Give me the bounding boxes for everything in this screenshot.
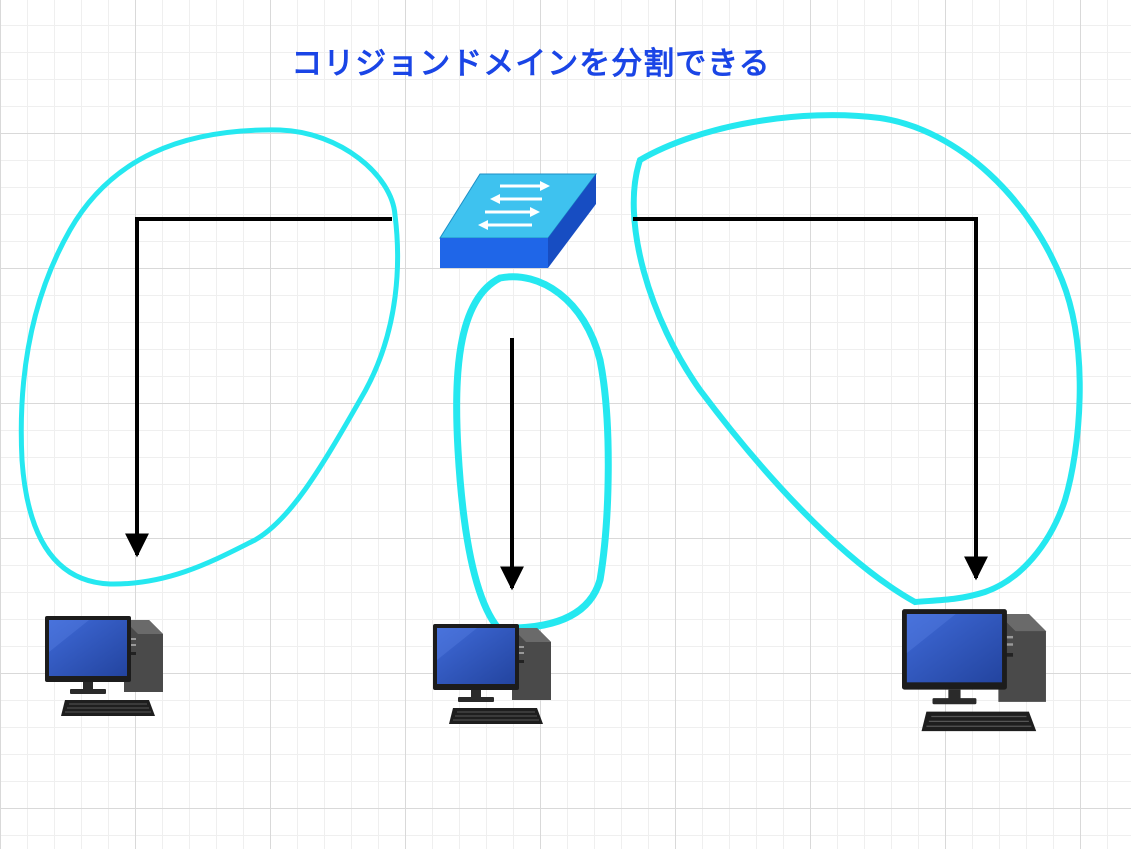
collision-domain-center — [453, 273, 612, 632]
desktop-computer-icon-center — [432, 623, 552, 725]
collision-domain-left — [18, 127, 401, 587]
desktop-computer-icon-left — [44, 615, 164, 717]
collision-domain-right — [630, 112, 1083, 606]
desktop-computer-icon-right — [901, 608, 1047, 732]
switch-icon — [439, 173, 597, 268]
link-switch-to-pc-right — [633, 217, 988, 581]
link-switch-to-pc-left — [125, 217, 392, 558]
diagram-title: コリジョンドメインを分割できる — [291, 46, 771, 82]
